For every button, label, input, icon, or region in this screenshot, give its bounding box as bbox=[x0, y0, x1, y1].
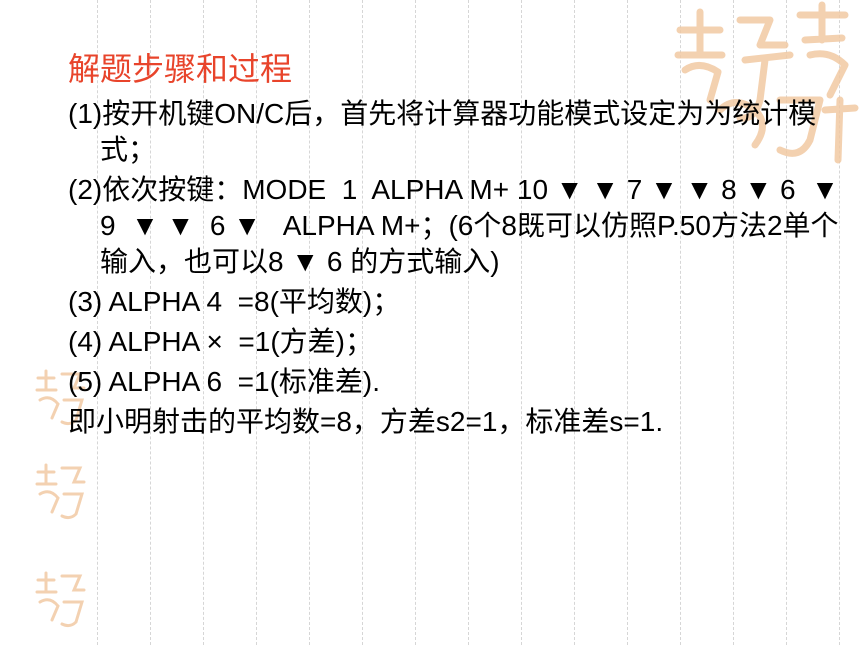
grid-line bbox=[733, 0, 734, 645]
step-2: (2)依次按键：MODE 1 ALPHA M+ 10 ▼ ▼ 7 ▼ ▼ 8 ▼… bbox=[68, 174, 855, 277]
step-4: (4) ALPHA × =1(方差)； bbox=[68, 326, 373, 357]
grid-line bbox=[256, 0, 257, 645]
auspicious-seal-icon bbox=[35, 463, 86, 520]
grid-line bbox=[468, 0, 469, 645]
grid-line bbox=[574, 0, 575, 645]
step-1: (1)按开机键ON/C后，首先将计算器功能模式设定为为统计模式； bbox=[68, 98, 817, 165]
auspicious-seal-icon bbox=[674, 1, 859, 164]
grid-line bbox=[521, 0, 522, 645]
step-3: (3) ALPHA 4 =8(平均数)； bbox=[68, 286, 401, 317]
grid-line bbox=[786, 0, 787, 645]
grid-line bbox=[150, 0, 151, 645]
grid-line bbox=[839, 0, 840, 645]
grid-line bbox=[415, 0, 416, 645]
grid-line bbox=[362, 0, 363, 645]
grid-line bbox=[680, 0, 681, 645]
conclusion: 即小明射击的平均数=8，方差s2=1，标准差s=1. bbox=[68, 406, 664, 437]
slide-content: 解题步骤和过程 (1)按开机键ON/C后，首先将计算器功能模式设定为为统计模式；… bbox=[68, 46, 854, 444]
grid-line bbox=[627, 0, 628, 645]
grid-line bbox=[97, 0, 98, 645]
grid-line bbox=[203, 0, 204, 645]
slide-title: 解题步骤和过程 bbox=[68, 51, 293, 87]
auspicious-seal-icon bbox=[35, 369, 86, 426]
step-5: (5) ALPHA 6 =1(标准差). bbox=[68, 366, 380, 397]
grid-line bbox=[309, 0, 310, 645]
auspicious-seal-icon bbox=[35, 571, 86, 628]
